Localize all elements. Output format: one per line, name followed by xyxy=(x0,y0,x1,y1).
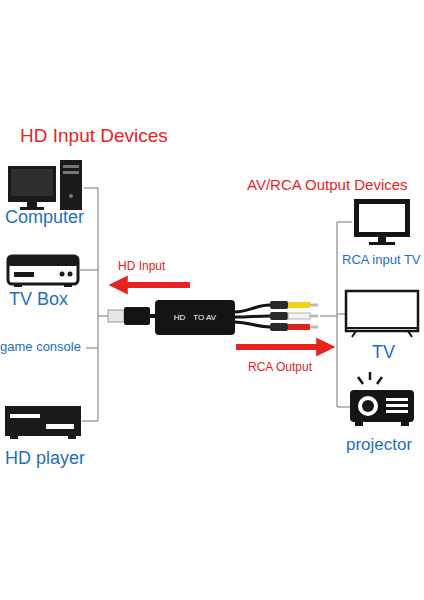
player-foot xyxy=(10,436,18,439)
arrow-label: RCA Output xyxy=(248,361,312,374)
bracket-tick xyxy=(337,313,345,314)
tv-base xyxy=(369,242,395,245)
pc-tower xyxy=(60,160,82,210)
rca-plug-yellow xyxy=(288,302,310,308)
player-body xyxy=(5,406,81,436)
hd-player-icon xyxy=(5,406,81,439)
arrow-label: HD Input xyxy=(118,260,165,273)
projector-vent xyxy=(386,410,408,413)
rca-pin xyxy=(310,315,318,318)
tv-box-button xyxy=(68,272,73,277)
tv-screen xyxy=(359,204,405,232)
projector-lens-ring xyxy=(358,396,378,416)
projector-foot xyxy=(401,422,409,426)
rca-wire xyxy=(234,316,270,317)
device-label: Computer xyxy=(5,208,84,228)
light-ray xyxy=(377,377,382,384)
projector-vent xyxy=(386,398,408,401)
rca-plug-white xyxy=(288,313,310,319)
device-label: game console xyxy=(0,340,81,354)
tv-box-top xyxy=(8,256,78,266)
output-arrow xyxy=(236,344,320,350)
bracket-tick xyxy=(86,347,98,348)
player-display xyxy=(46,424,74,429)
tv-bezel xyxy=(346,327,418,329)
light-ray xyxy=(358,377,363,384)
section-heading: AV/RCA Output Devices xyxy=(247,177,408,194)
tv-leg xyxy=(352,331,356,337)
bracket-tick xyxy=(320,315,337,316)
bracket-tick xyxy=(337,221,352,222)
projector-vent xyxy=(386,404,408,407)
monitor-screen xyxy=(11,169,53,196)
device-label: TV xyxy=(372,343,395,363)
input-arrow xyxy=(124,282,190,288)
rca-cables xyxy=(234,301,318,331)
light-ray xyxy=(369,372,372,380)
tv-box-body xyxy=(8,256,78,284)
rca-sleeve xyxy=(270,312,288,320)
device-label: RCA input TV xyxy=(342,253,421,267)
power-button xyxy=(69,194,73,198)
player-foot xyxy=(68,436,76,439)
drive-slot xyxy=(63,165,79,168)
rca-sleeve xyxy=(270,301,288,309)
tv-leg xyxy=(408,331,412,337)
device-label: TV Box xyxy=(9,290,68,310)
monitor-neck xyxy=(27,202,37,207)
projector-foot xyxy=(355,422,363,426)
tv-neck xyxy=(378,237,386,242)
tv-frame xyxy=(346,291,418,331)
projector-lens xyxy=(362,400,374,412)
rca-wire xyxy=(234,305,270,312)
drive-slot xyxy=(63,171,79,174)
rca-pin xyxy=(310,304,318,307)
monitor-frame xyxy=(8,166,56,202)
rca-wire xyxy=(234,322,270,327)
tv-box-foot xyxy=(64,284,72,287)
bracket-tick xyxy=(337,406,350,407)
bracket-tick xyxy=(80,269,98,270)
rca-pin xyxy=(310,326,318,329)
bracket-tick xyxy=(82,420,98,421)
tv-box-button xyxy=(60,272,65,277)
bracket-tick xyxy=(98,315,108,316)
tv-box-foot xyxy=(14,284,22,287)
hdmi-tip xyxy=(108,310,124,322)
projector-body xyxy=(350,390,414,422)
hdmi-body xyxy=(124,307,150,325)
adapter-label: TO AV xyxy=(193,314,216,322)
tv-box-icon xyxy=(8,256,78,287)
rca-sleeve xyxy=(270,323,288,331)
tv-frame xyxy=(354,199,410,237)
adapter-label: HD xyxy=(174,314,186,322)
computer-icon xyxy=(8,160,82,210)
section-heading: HD Input Devices xyxy=(20,126,168,147)
flat-tv-icon xyxy=(346,291,418,337)
rca-tv-icon xyxy=(354,199,410,245)
rca-plug-red xyxy=(288,324,310,330)
tv-box-slot xyxy=(14,272,34,277)
device-label: projector xyxy=(346,436,412,455)
player-tray xyxy=(10,414,40,418)
adapter-box: HD TO AV xyxy=(155,300,235,335)
device-label: HD player xyxy=(5,449,85,469)
bracket-tick xyxy=(84,187,98,188)
projector-icon xyxy=(350,372,414,426)
hdmi-plug xyxy=(108,307,156,325)
bracket-spine xyxy=(97,188,98,421)
input-bracket xyxy=(80,188,108,421)
